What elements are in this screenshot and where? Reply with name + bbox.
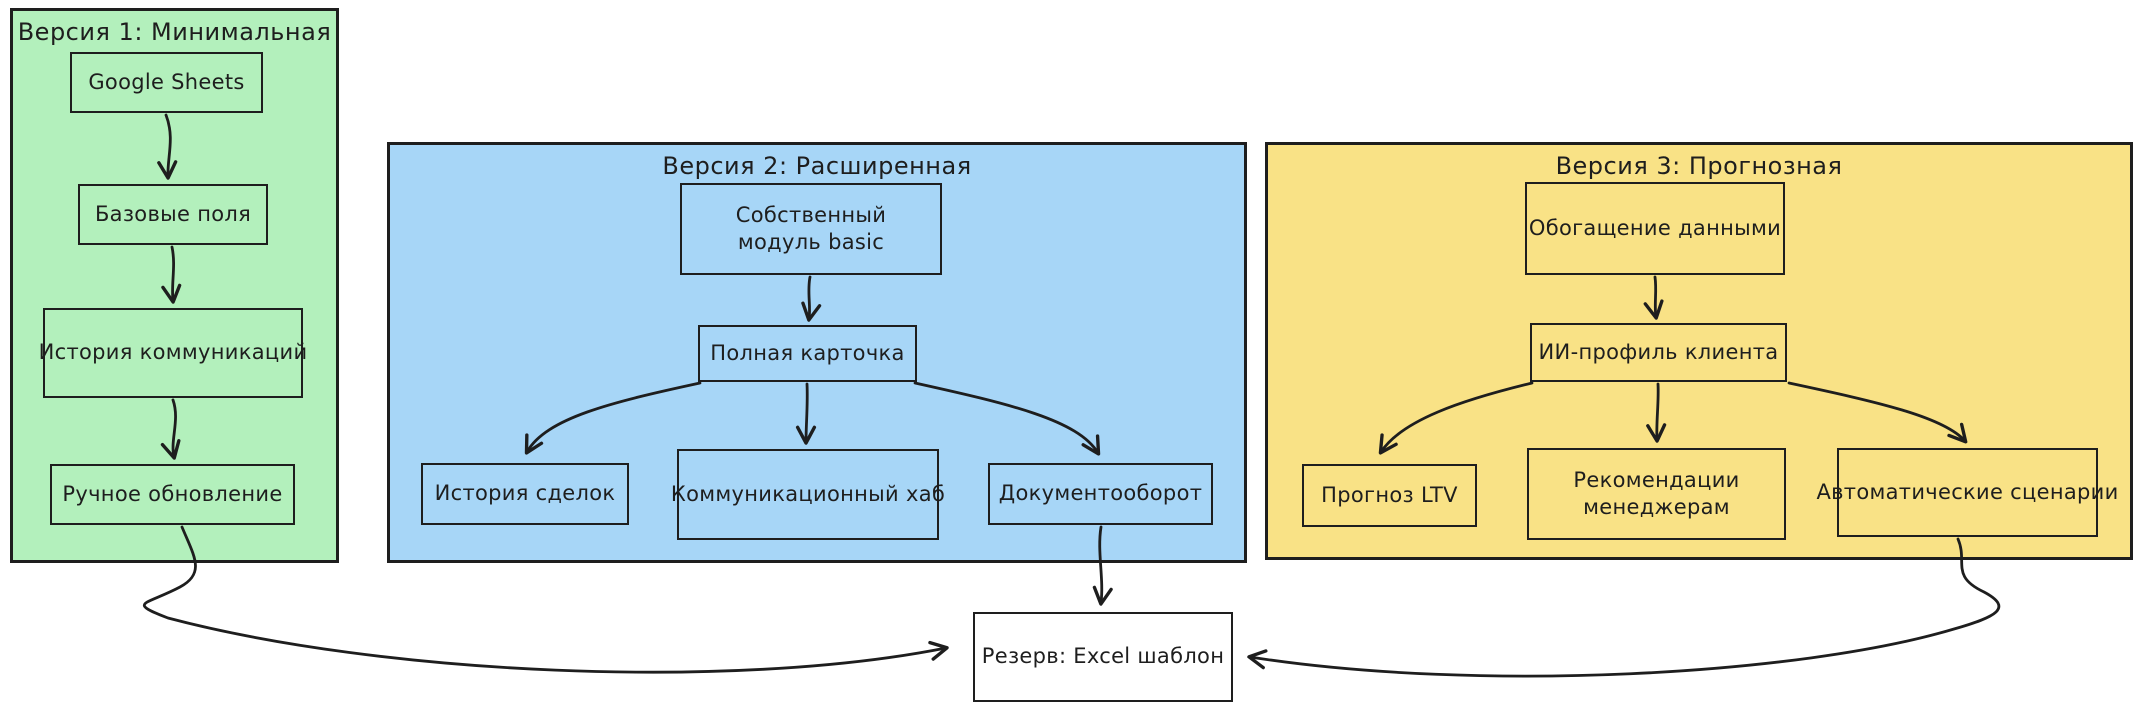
node-ai-profil-klienta-label: ИИ-профиль клиента [1538,339,1779,364]
node-ruchnoe-obnovlenie[interactable]: Ручное обновление [50,464,295,525]
node-istoriya-kommunikaciy[interactable]: История коммуникаций [39,308,307,398]
group-version-1-title: Версия 1: Минимальная [17,18,332,46]
node-prognoz-ltv[interactable]: Прогноз LTV [1302,464,1477,527]
node-google-sheets-label: Google Sheets [88,69,245,94]
node-ruchnoe-obnovlenie-label: Ручное обновление [62,481,283,506]
node-bazovye-polya[interactable]: Базовые поля [78,184,268,245]
node-avtomaticheskie-scenarii[interactable]: Автоматические сценарии [1816,448,2118,537]
node-dokumentooborot[interactable]: Документооборот [988,463,1213,525]
node-dokumentooborot-label: Документооборот [998,481,1203,506]
node-prognoz-ltv-label: Прогноз LTV [1321,482,1458,507]
node-istoriya-kommunikaciy-label: История коммуникаций [38,340,308,365]
node-rekomendacii-menedzheram[interactable]: Рекомендации менеджерам [1527,448,1786,540]
node-polnaya-kartochka-label: Полная карточка [710,340,905,365]
node-sobstvenny-modul-basic-label: Собственный модуль basic [735,202,887,254]
node-sobstvenny-modul-basic[interactable]: Собственный модуль basic [680,183,942,275]
node-rezerv-excel-shablon[interactable]: Резерв: Excel шаблон [973,612,1233,702]
node-kommunikacionny-hub-label: Коммуникационный хаб [670,481,946,506]
node-rezerv-excel-shablon-label: Резерв: Excel шаблон [981,644,1225,669]
node-obogashchenie-dannymi[interactable]: Обогащение данными [1525,182,1785,275]
node-bazovye-polya-label: Базовые поля [94,201,252,226]
node-google-sheets[interactable]: Google Sheets [70,52,263,113]
node-kommunikacionny-hub[interactable]: Коммуникационный хаб [671,449,945,540]
node-avtomaticheskie-scenarii-label: Автоматические сценарии [1816,479,2119,504]
group-version-2-title: Версия 2: Расширенная [662,152,972,180]
node-rekomendacii-menedzheram-label: Рекомендации менеджерам [1573,467,1740,519]
node-obogashchenie-dannymi-label: Обогащение данными [1528,215,1782,240]
node-istoriya-sdelok[interactable]: История сделок [421,463,629,525]
group-version-3-title: Версия 3: Прогнозная [1555,152,1843,180]
group-version-3[interactable]: Версия 3: Прогнозная [1265,142,2133,560]
node-istoriya-sdelok-label: История сделок [434,481,616,506]
node-ai-profil-klienta[interactable]: ИИ-профиль клиента [1530,323,1787,382]
node-polnaya-kartochka[interactable]: Полная карточка [698,325,917,382]
